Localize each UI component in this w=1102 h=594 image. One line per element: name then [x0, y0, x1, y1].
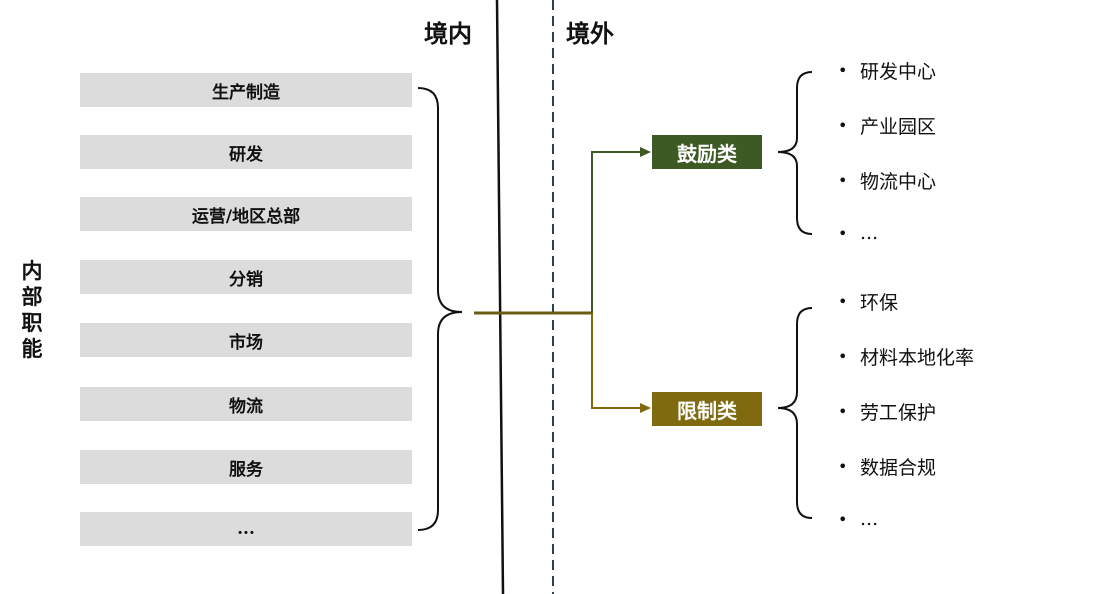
side-label-char: 职 [21, 310, 43, 335]
functions-brace [417, 87, 463, 531]
function-box-distribution: 分销 [80, 260, 412, 294]
function-box-logistics: 物流 [80, 387, 412, 421]
function-box-services: 服务 [80, 450, 412, 484]
encouraged-connector [591, 151, 640, 313]
domestic-label: 境内 [424, 19, 472, 48]
function-box-operations-hq: 运营/地区总部 [80, 197, 412, 231]
item-label: 数据合规 [860, 457, 937, 479]
encouraged-category-box: 鼓励类 [652, 135, 762, 169]
item-label: 劳工保护 [860, 402, 937, 424]
restricted-connector [591, 313, 640, 409]
restricted-brace [777, 307, 813, 519]
encouraged-item: • 物流中心 [838, 167, 936, 194]
encouraged-item: • 产业园区 [838, 112, 936, 139]
bullet-icon: • [838, 347, 848, 366]
restricted-arrowhead [640, 403, 651, 413]
restricted-item: • 环保 [838, 288, 898, 315]
item-label: 研发中心 [860, 61, 937, 83]
bullet-icon: • [838, 171, 848, 190]
restricted-item: • 数据合规 [838, 453, 936, 480]
bullet-icon: • [838, 509, 848, 529]
function-box-manufacturing: 生产制造 [80, 73, 412, 107]
restricted-item: • 劳工保护 [838, 398, 936, 425]
item-label: 物流中心 [860, 171, 937, 193]
overseas-label: 境外 [566, 19, 614, 48]
item-label: 环保 [860, 292, 899, 314]
bullet-icon: • [838, 402, 848, 421]
encouraged-brace [777, 71, 813, 235]
encouraged-item: • ... [838, 222, 878, 244]
domestic-border-line [495, 0, 505, 594]
bullet-icon: • [838, 292, 848, 311]
bullet-icon: • [838, 116, 848, 135]
encouraged-item: • 研发中心 [838, 57, 936, 84]
item-label: ... [860, 508, 879, 530]
side-label-char: 内 [21, 258, 43, 283]
side-label-char: 能 [21, 336, 43, 361]
function-box-marketing: 市场 [80, 323, 412, 357]
restricted-item: • 材料本地化率 [838, 343, 974, 370]
function-box-rnd: 研发 [80, 135, 412, 169]
bullet-icon: • [838, 223, 848, 243]
item-label: 材料本地化率 [860, 347, 975, 369]
bullet-icon: • [838, 61, 848, 80]
restricted-item: • ... [838, 508, 878, 530]
bullet-icon: • [838, 457, 848, 476]
item-label: 产业园区 [860, 116, 937, 138]
internal-functions-label: 内 部 职 能 [18, 258, 46, 362]
encouraged-arrowhead [640, 147, 651, 157]
item-label: ... [860, 222, 879, 244]
function-box-more: ... [80, 512, 412, 546]
side-label-char: 部 [21, 284, 43, 309]
restricted-category-box: 限制类 [652, 392, 762, 426]
